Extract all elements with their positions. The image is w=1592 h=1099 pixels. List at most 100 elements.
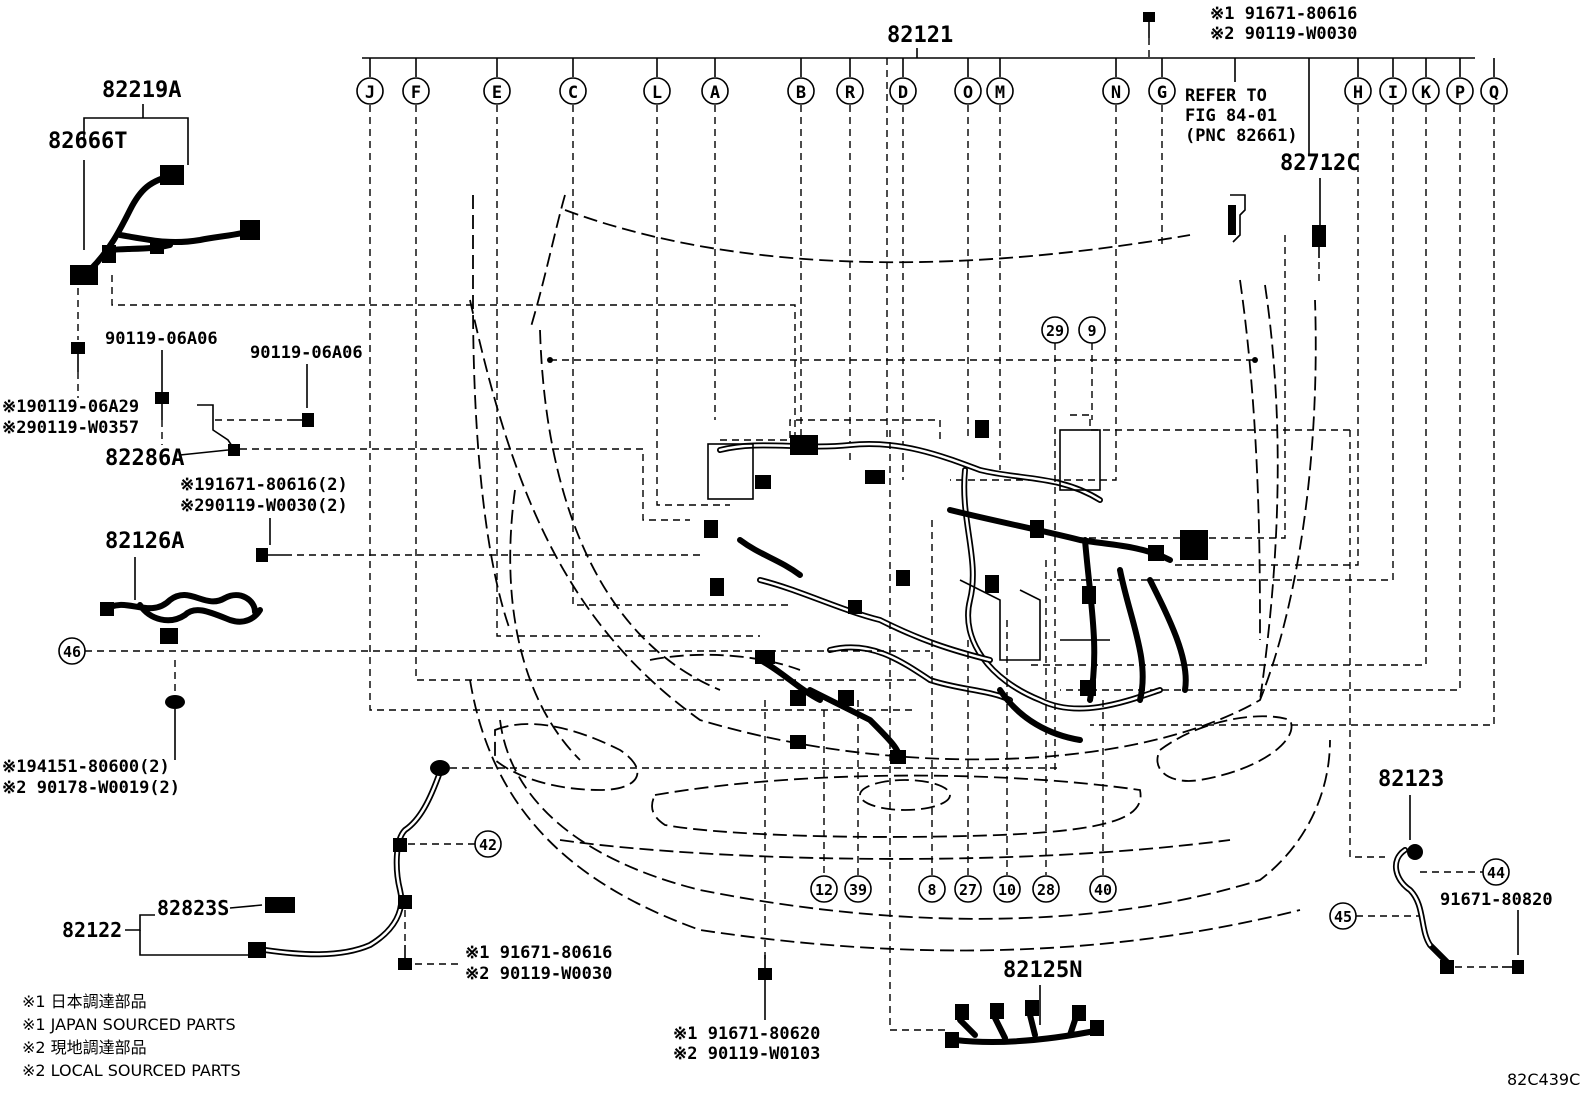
svg-text:J: J [365, 83, 375, 103]
svg-text:O: O [963, 83, 973, 103]
svg-text:45: 45 [1334, 908, 1352, 926]
callout-44: 44 [1482, 858, 1510, 886]
svg-text:8: 8 [927, 881, 936, 899]
svg-text:40: 40 [1094, 881, 1112, 899]
bolt-left-line1: ※190119-06A29 [2, 397, 139, 417]
svg-text:N: N [1111, 83, 1121, 103]
clip-icon [165, 695, 185, 760]
svg-text:10: 10 [998, 881, 1016, 899]
part-82712C: 82712C [1280, 151, 1359, 176]
clip-line1: ※194151-80600(2) [2, 757, 170, 777]
callout-letter-l: L [643, 58, 671, 105]
svg-text:B: B [796, 83, 806, 103]
bolt-bottom-line2: ※2 90119-W0030 [465, 964, 612, 984]
part-82666T: 82666T [48, 129, 127, 154]
bolt-icon [155, 392, 169, 420]
callout-letter-b: B [787, 58, 815, 105]
refer-note-line1: REFER TO [1185, 86, 1267, 106]
callout-letter-q: Q [1480, 58, 1508, 105]
clip-line2: ※2 90178-W0019(2) [2, 778, 180, 798]
bolt-icon [71, 342, 85, 372]
svg-text:L: L [652, 83, 662, 103]
bolt-icon [1143, 12, 1155, 58]
svg-text:Q: Q [1489, 83, 1499, 103]
callout-28: 28 [1032, 560, 1060, 903]
vehicle-body-outline [469, 194, 1331, 952]
callout-10: 10 [993, 620, 1021, 903]
leader-lines [369, 58, 1495, 726]
callout-letter-i: I [1379, 58, 1407, 105]
svg-text:H: H [1353, 83, 1363, 103]
sensor-82712C-icon [1312, 225, 1326, 258]
svg-text:28: 28 [1037, 881, 1055, 899]
part-90119-06A06-a: 90119-06A06 [105, 329, 218, 349]
part-82126A: 82126A [105, 529, 184, 554]
main-part-label: 82121 [887, 23, 953, 48]
bolt-icon [290, 413, 314, 427]
part-82286A: 82286A [105, 446, 184, 471]
callout-letter-a: A [701, 58, 729, 105]
harness-82125N-icon [945, 1000, 1104, 1048]
callout-letter-m: M [986, 58, 1014, 105]
callout-46: 46 [58, 637, 86, 665]
legend-line3: ※2 現地調達部品 [22, 1038, 147, 1057]
callout-letter-c: C [559, 58, 587, 105]
svg-text:C: C [568, 83, 578, 103]
callout-letter-r: R [836, 58, 864, 105]
svg-text:G: G [1157, 83, 1167, 103]
part-82125N: 82125N [1003, 958, 1082, 983]
bolt-mid-line1: ※191671-80616(2) [180, 475, 348, 495]
bolt-icon [758, 955, 772, 980]
svg-text:39: 39 [849, 881, 867, 899]
svg-text:27: 27 [959, 881, 977, 899]
hose-82123-icon [1393, 844, 1454, 974]
bracket-refer-icon [1228, 194, 1246, 243]
letter-callouts: J F E C L A B R D O M N G H I K P Q [356, 58, 1508, 105]
legend: ※1 日本調達部品 ※1 JAPAN SOURCED PARTS ※2 現地調達… [22, 992, 241, 1080]
callout-letter-g: G [1148, 58, 1176, 105]
bracket-82286A-icon [197, 404, 240, 456]
top-bolt-line1: ※1 91671-80616 [1210, 4, 1357, 24]
svg-text:44: 44 [1487, 864, 1505, 882]
bolt-icon [398, 945, 412, 970]
callout-8: 8 [918, 520, 946, 903]
part-82122: 82122 [62, 918, 122, 942]
bolt-mid-line2: ※290119-W0030(2) [180, 496, 348, 516]
svg-text:12: 12 [815, 881, 833, 899]
callout-letter-k: K [1412, 58, 1440, 105]
callout-39: 39 [844, 700, 872, 903]
callout-letter-f: F [402, 58, 430, 105]
svg-text:P: P [1455, 83, 1465, 103]
part-91671-80820: 91671-80820 [1440, 890, 1553, 910]
svg-text:A: A [710, 83, 720, 103]
svg-text:42: 42 [479, 836, 497, 854]
svg-text:R: R [845, 83, 856, 103]
bolt-center-line2: ※2 90119-W0103 [673, 1044, 820, 1064]
part-82123: 82123 [1378, 767, 1444, 792]
callout-letter-p: P [1446, 58, 1474, 105]
bolt-icon [256, 548, 285, 562]
svg-text:E: E [492, 83, 502, 103]
engine-harness-82121 [704, 414, 1350, 764]
callout-27: 27 [954, 640, 982, 903]
callout-42: 42 [474, 830, 502, 858]
part-90119-06A06-b: 90119-06A06 [250, 343, 363, 363]
callout-29: 29 [1041, 316, 1069, 770]
legend-line2: ※1 JAPAN SOURCED PARTS [22, 1015, 236, 1034]
callout-45: 45 [1329, 902, 1357, 930]
callout-letter-d: D [889, 58, 917, 105]
callout-letter-j: J [356, 58, 384, 105]
callout-letter-h: H [1344, 58, 1372, 105]
bolt-center-line1: ※1 91671-80620 [673, 1024, 820, 1044]
legend-line4: ※2 LOCAL SOURCED PARTS [22, 1061, 241, 1080]
svg-text:29: 29 [1046, 322, 1064, 340]
callout-12: 12 [810, 710, 838, 903]
top-bolt-line2: ※2 90119-W0030 [1210, 24, 1357, 44]
harness-82219A-icon [70, 165, 260, 285]
callout-letter-e: E [483, 58, 511, 105]
harness-82126A-icon [100, 592, 263, 644]
svg-text:9: 9 [1087, 322, 1096, 340]
svg-text:46: 46 [63, 643, 81, 661]
refer-note-line2: FIG 84-01 [1185, 106, 1277, 126]
